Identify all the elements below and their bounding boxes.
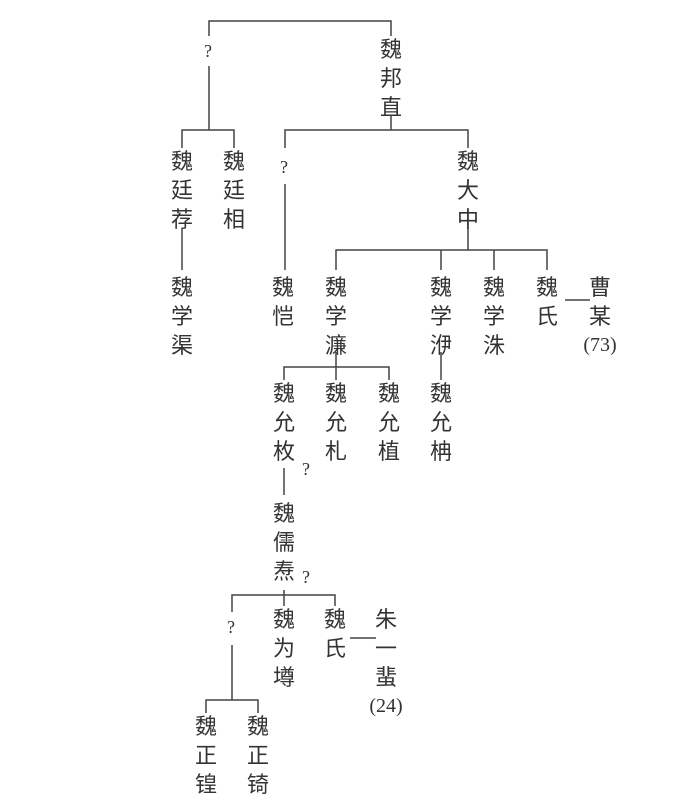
note-zhuyifei: (24) bbox=[369, 695, 403, 717]
unknown-person-mark: ? bbox=[204, 41, 212, 61]
person-zhengqi: 魏正锜 bbox=[246, 715, 269, 798]
person-xuezhu: 魏学洙 bbox=[482, 276, 505, 359]
person-caomou: 曹某 bbox=[588, 276, 611, 330]
person-bangzhi: 魏邦直 bbox=[379, 38, 402, 121]
person-weishi1: 魏氏 bbox=[535, 276, 558, 330]
person-tingxiang: 魏廷相 bbox=[222, 150, 245, 233]
note-caomou: (73) bbox=[583, 334, 617, 356]
person-dazhong: 魏大中 bbox=[456, 150, 479, 233]
person-weishi2: 魏氏 bbox=[323, 608, 346, 662]
person-rutao: 魏儒焘 bbox=[272, 502, 295, 585]
connector-line bbox=[181, 66, 235, 148]
unknown-person-mark: ? bbox=[302, 567, 310, 587]
person-zhuyifei: 朱一蜚 bbox=[374, 608, 397, 691]
unknown-person-mark: ? bbox=[302, 459, 310, 479]
unknown-person-mark: ? bbox=[280, 157, 288, 177]
connector-line bbox=[205, 645, 259, 713]
person-yunzha: 魏允札 bbox=[324, 382, 347, 465]
person-yunzhi: 魏允植 bbox=[377, 382, 400, 465]
unknown-person-mark: ? bbox=[227, 617, 235, 637]
connector-line bbox=[208, 20, 392, 36]
person-yunnan: 魏允柟 bbox=[429, 382, 452, 465]
person-kai: 魏恺 bbox=[271, 276, 294, 330]
connector-line bbox=[283, 352, 390, 380]
person-weizun: 魏为墫 bbox=[272, 608, 295, 691]
person-xueyi: 魏学洢 bbox=[429, 276, 452, 359]
connector-line bbox=[284, 115, 469, 148]
connector-line bbox=[231, 590, 336, 612]
person-xuequ: 魏学渠 bbox=[170, 276, 193, 359]
connector-line bbox=[335, 228, 548, 270]
person-tingjian: 魏廷荐 bbox=[170, 150, 193, 233]
person-xuelian: 魏学濂 bbox=[324, 276, 347, 359]
person-zhenghuang: 魏正锽 bbox=[194, 715, 217, 798]
person-yunmei: 魏允枚 bbox=[272, 382, 295, 465]
